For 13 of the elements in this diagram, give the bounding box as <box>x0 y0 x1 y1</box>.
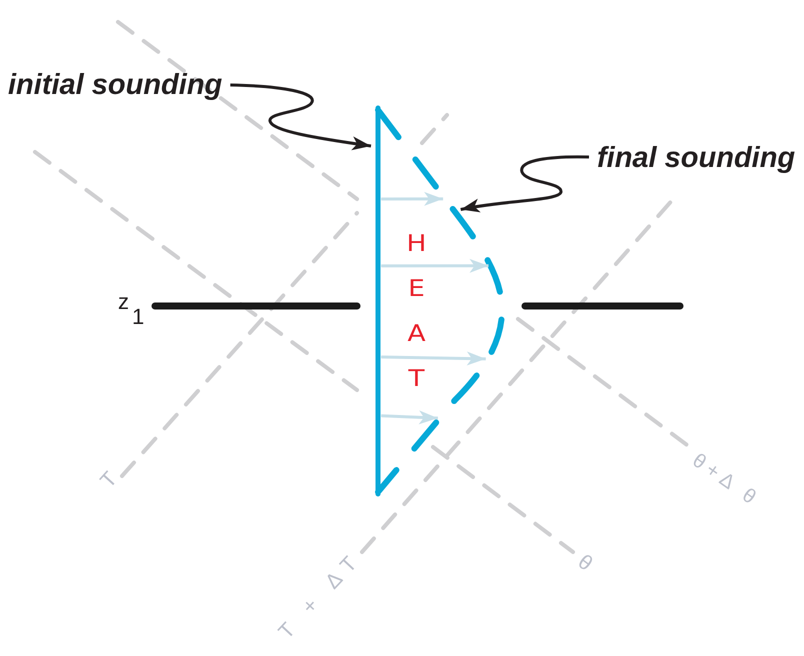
leader-arrow <box>460 155 590 213</box>
line-label: T <box>96 468 122 492</box>
arrow <box>380 410 438 424</box>
arrow <box>381 258 488 273</box>
dashed-profile-curve <box>375 107 505 495</box>
line-label: T + ΔT <box>273 546 368 646</box>
vertical-text: HEAT <box>406 230 428 394</box>
line-label: θ <box>573 550 597 576</box>
arrow <box>380 352 486 366</box>
arrow <box>381 192 444 206</box>
callout-label: initial sounding <box>8 69 222 101</box>
callout-label: final sounding <box>597 142 796 174</box>
leader-arrow <box>230 84 372 150</box>
